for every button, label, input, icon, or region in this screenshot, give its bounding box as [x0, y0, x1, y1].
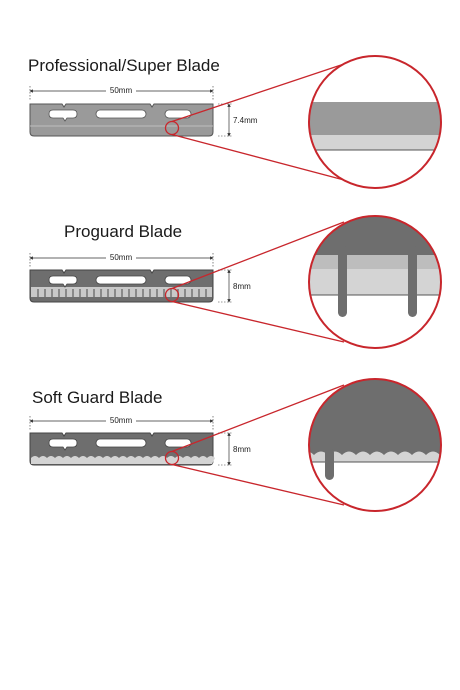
blade-body: [29, 103, 214, 137]
height-label: 8mm: [233, 282, 251, 291]
height-label: 7.4mm: [233, 116, 258, 125]
magnified-view: [309, 56, 441, 188]
blade-title: Proguard Blade: [64, 222, 182, 241]
blade-section-proguard: Proguard Blade 50mm 8mm: [29, 215, 442, 349]
magnified-view: [309, 379, 441, 511]
blade-section-professional: Professional/Super Blade 50mm 7.4mm: [28, 55, 442, 189]
height-label: 8mm: [233, 445, 251, 454]
blade-section-soft-guard: Soft Guard Blade 50mm 8mm: [29, 378, 442, 512]
blade-title: Professional/Super Blade: [28, 56, 220, 75]
width-label: 50mm: [110, 253, 133, 262]
width-label: 50mm: [110, 86, 133, 95]
width-label: 50mm: [110, 416, 133, 425]
blade-title: Soft Guard Blade: [32, 388, 162, 407]
magnified-view: [309, 216, 441, 348]
